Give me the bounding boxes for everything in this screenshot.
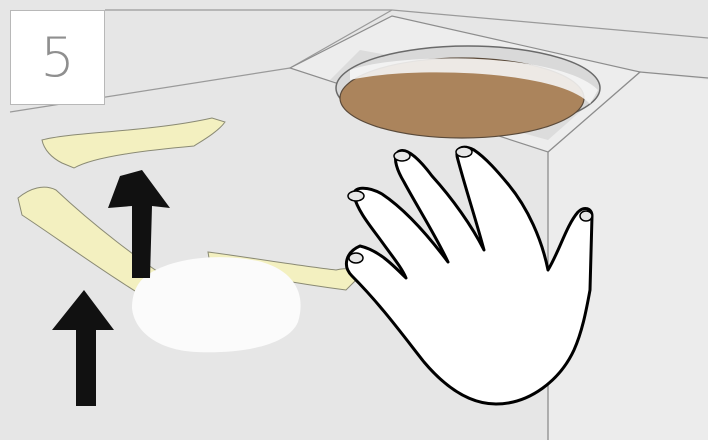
step-badge: 5 <box>10 10 105 105</box>
step-number: 5 <box>40 31 74 85</box>
plaster-patch <box>132 257 301 352</box>
